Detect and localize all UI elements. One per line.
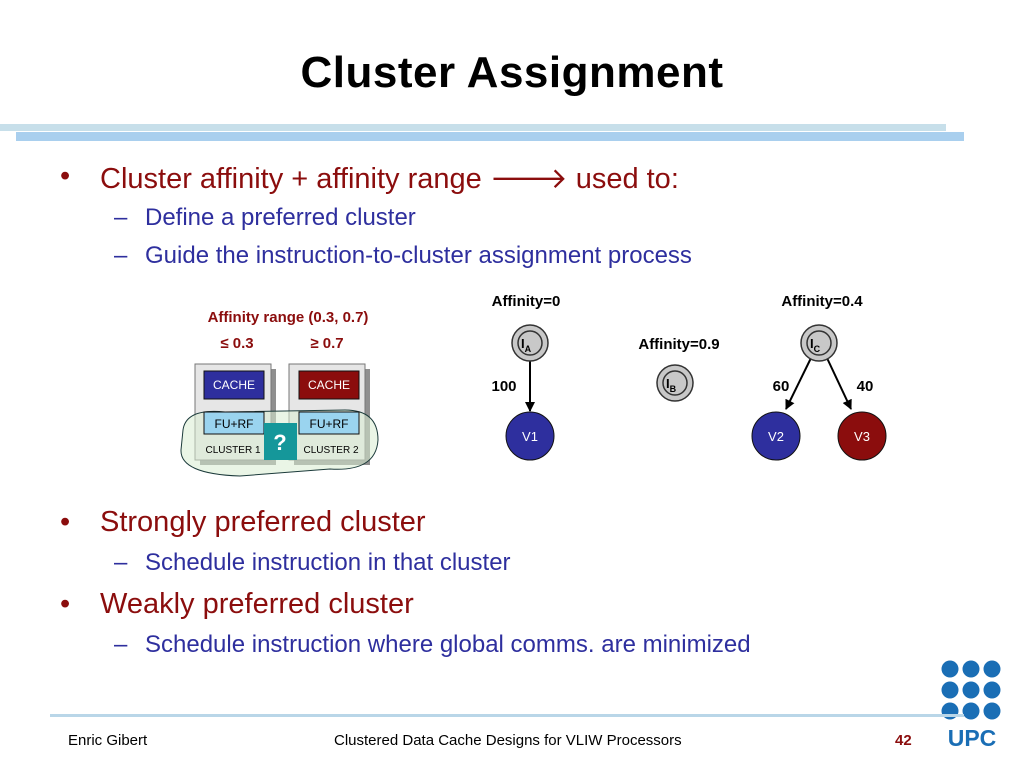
cluster-2-cache-label: CACHE xyxy=(308,378,350,392)
bullet-1-text-after: used to: xyxy=(575,163,679,195)
title-rule-light xyxy=(0,124,946,131)
sub-text: Guide the instruction-to-cluster assignm… xyxy=(145,242,692,269)
arrow-icon: 🡒 xyxy=(489,161,568,195)
ib-node-inner xyxy=(662,370,688,396)
v2-node xyxy=(751,411,801,461)
dash-marker: – xyxy=(114,549,128,576)
high-threshold-label: ≥ 0.7 xyxy=(310,335,343,352)
v3-node xyxy=(837,411,887,461)
bullet-marker: • xyxy=(60,588,71,620)
slide-title: Cluster Assignment xyxy=(300,48,724,97)
ic-edge-right-label: 40 xyxy=(857,378,874,395)
dash-marker: – xyxy=(114,242,128,269)
low-threshold-label: ≤ 0.3 xyxy=(220,335,253,352)
cluster-2-cache xyxy=(298,370,360,400)
dash-marker: – xyxy=(114,631,128,658)
v1-node xyxy=(505,411,555,461)
bullet-3-text: Weakly preferred cluster xyxy=(100,588,414,620)
ia-node-inner xyxy=(517,330,543,356)
cluster-2-fu xyxy=(298,411,360,435)
ic-v2-edge xyxy=(785,357,812,410)
footer-talk-title: Clustered Data Cache Designs for VLIW Pr… xyxy=(334,732,682,749)
footer-author: Enric Gibert xyxy=(68,732,148,749)
ib-affinity-label: Affinity=0.9 xyxy=(638,336,719,353)
sub-text: Schedule instruction in that cluster xyxy=(145,549,511,576)
cluster-assignment-diagram: Affinity range (0.3, 0.7) ≤ 0.3 ≥ 0.7 CA… xyxy=(180,293,887,477)
cluster-2-fu-label: FU+RF xyxy=(310,417,349,431)
question-box xyxy=(264,423,297,460)
affinity-range-label: Affinity range (0.3, 0.7) xyxy=(208,309,369,326)
ic-node-inner xyxy=(806,330,832,356)
v3-label: V3 xyxy=(854,429,870,444)
cluster-1-cache xyxy=(203,370,265,400)
ic-affinity-label: Affinity=0.4 xyxy=(781,293,863,310)
ic-v3-edge xyxy=(826,357,852,410)
bullet-marker: • xyxy=(60,506,71,538)
dash-marker: – xyxy=(114,204,128,231)
upc-logo-text: UPC xyxy=(948,725,997,750)
bullet-1-text: Cluster affinity + affinity range xyxy=(100,163,482,195)
sub-text: Define a preferred cluster xyxy=(145,204,416,231)
ic-edge-left-label: 60 xyxy=(773,378,790,395)
upc-logo: UPC xyxy=(941,660,1001,750)
title-rule-blue xyxy=(16,132,964,141)
ia-edge-label: 100 xyxy=(491,378,516,395)
v1-label: V1 xyxy=(522,429,538,444)
v2-label: V2 xyxy=(768,429,784,444)
footer-page-number: 42 xyxy=(895,732,912,749)
cluster-1-cache-label: CACHE xyxy=(213,378,255,392)
cluster-1-fu-label: FU+RF xyxy=(215,417,254,431)
cluster-1-name: CLUSTER 1 xyxy=(205,445,260,456)
question-mark: ? xyxy=(273,430,286,455)
footer-rule xyxy=(50,714,964,717)
cluster-2-name: CLUSTER 2 xyxy=(303,445,358,456)
ia-node-label: IA xyxy=(521,336,532,354)
ic-node-label: IC xyxy=(810,336,821,354)
ia-affinity-label: Affinity=0 xyxy=(492,293,561,310)
bullet-2-text: Strongly preferred cluster xyxy=(100,506,426,538)
sub-text: Schedule instruction where global comms.… xyxy=(145,631,751,658)
ib-node-label: IB xyxy=(666,376,677,394)
bullet-marker: • xyxy=(60,160,71,192)
